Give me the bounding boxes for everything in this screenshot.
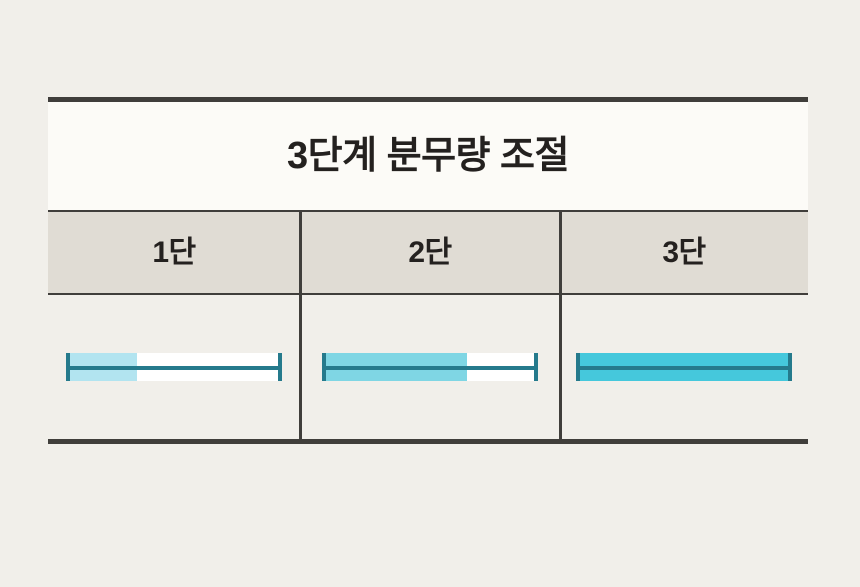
gauge-cap-left: [66, 353, 70, 381]
spray-gauge-level-1: [66, 353, 282, 381]
spray-gauge-level-2: [322, 353, 538, 381]
header-cell-level-1: 1단: [48, 212, 300, 293]
column-divider-1: [299, 210, 302, 439]
gauge-cap-right: [278, 353, 282, 381]
header-label-level-3: 3단: [662, 235, 706, 269]
gauge-cap-right: [534, 353, 538, 381]
page-title: 3단계 분무량 조절: [287, 135, 569, 177]
table-body-row: [48, 295, 808, 439]
gauge-center-line: [66, 366, 282, 370]
header-label-level-2: 2단: [408, 235, 452, 269]
header-cell-level-2: 2단: [300, 212, 560, 293]
body-cell-level-2: [300, 295, 560, 439]
spray-level-table: 3단계 분무량 조절 1단 2단 3단: [48, 97, 808, 444]
spray-gauge-level-3: [576, 353, 792, 381]
body-cell-level-1: [48, 295, 300, 439]
table-bottom-border: [48, 439, 808, 444]
gauge-cap-right: [788, 353, 792, 381]
table-header-row: 1단 2단 3단: [48, 210, 808, 295]
body-cell-level-3: [560, 295, 808, 439]
gauge-center-line: [576, 366, 792, 370]
gauge-cap-left: [576, 353, 580, 381]
header-label-level-1: 1단: [152, 235, 196, 269]
table-top-border: [48, 97, 808, 102]
column-divider-2: [559, 210, 562, 439]
header-cell-level-3: 3단: [560, 212, 808, 293]
table-title-row: 3단계 분무량 조절: [48, 102, 808, 210]
gauge-cap-left: [322, 353, 326, 381]
gauge-center-line: [322, 366, 538, 370]
